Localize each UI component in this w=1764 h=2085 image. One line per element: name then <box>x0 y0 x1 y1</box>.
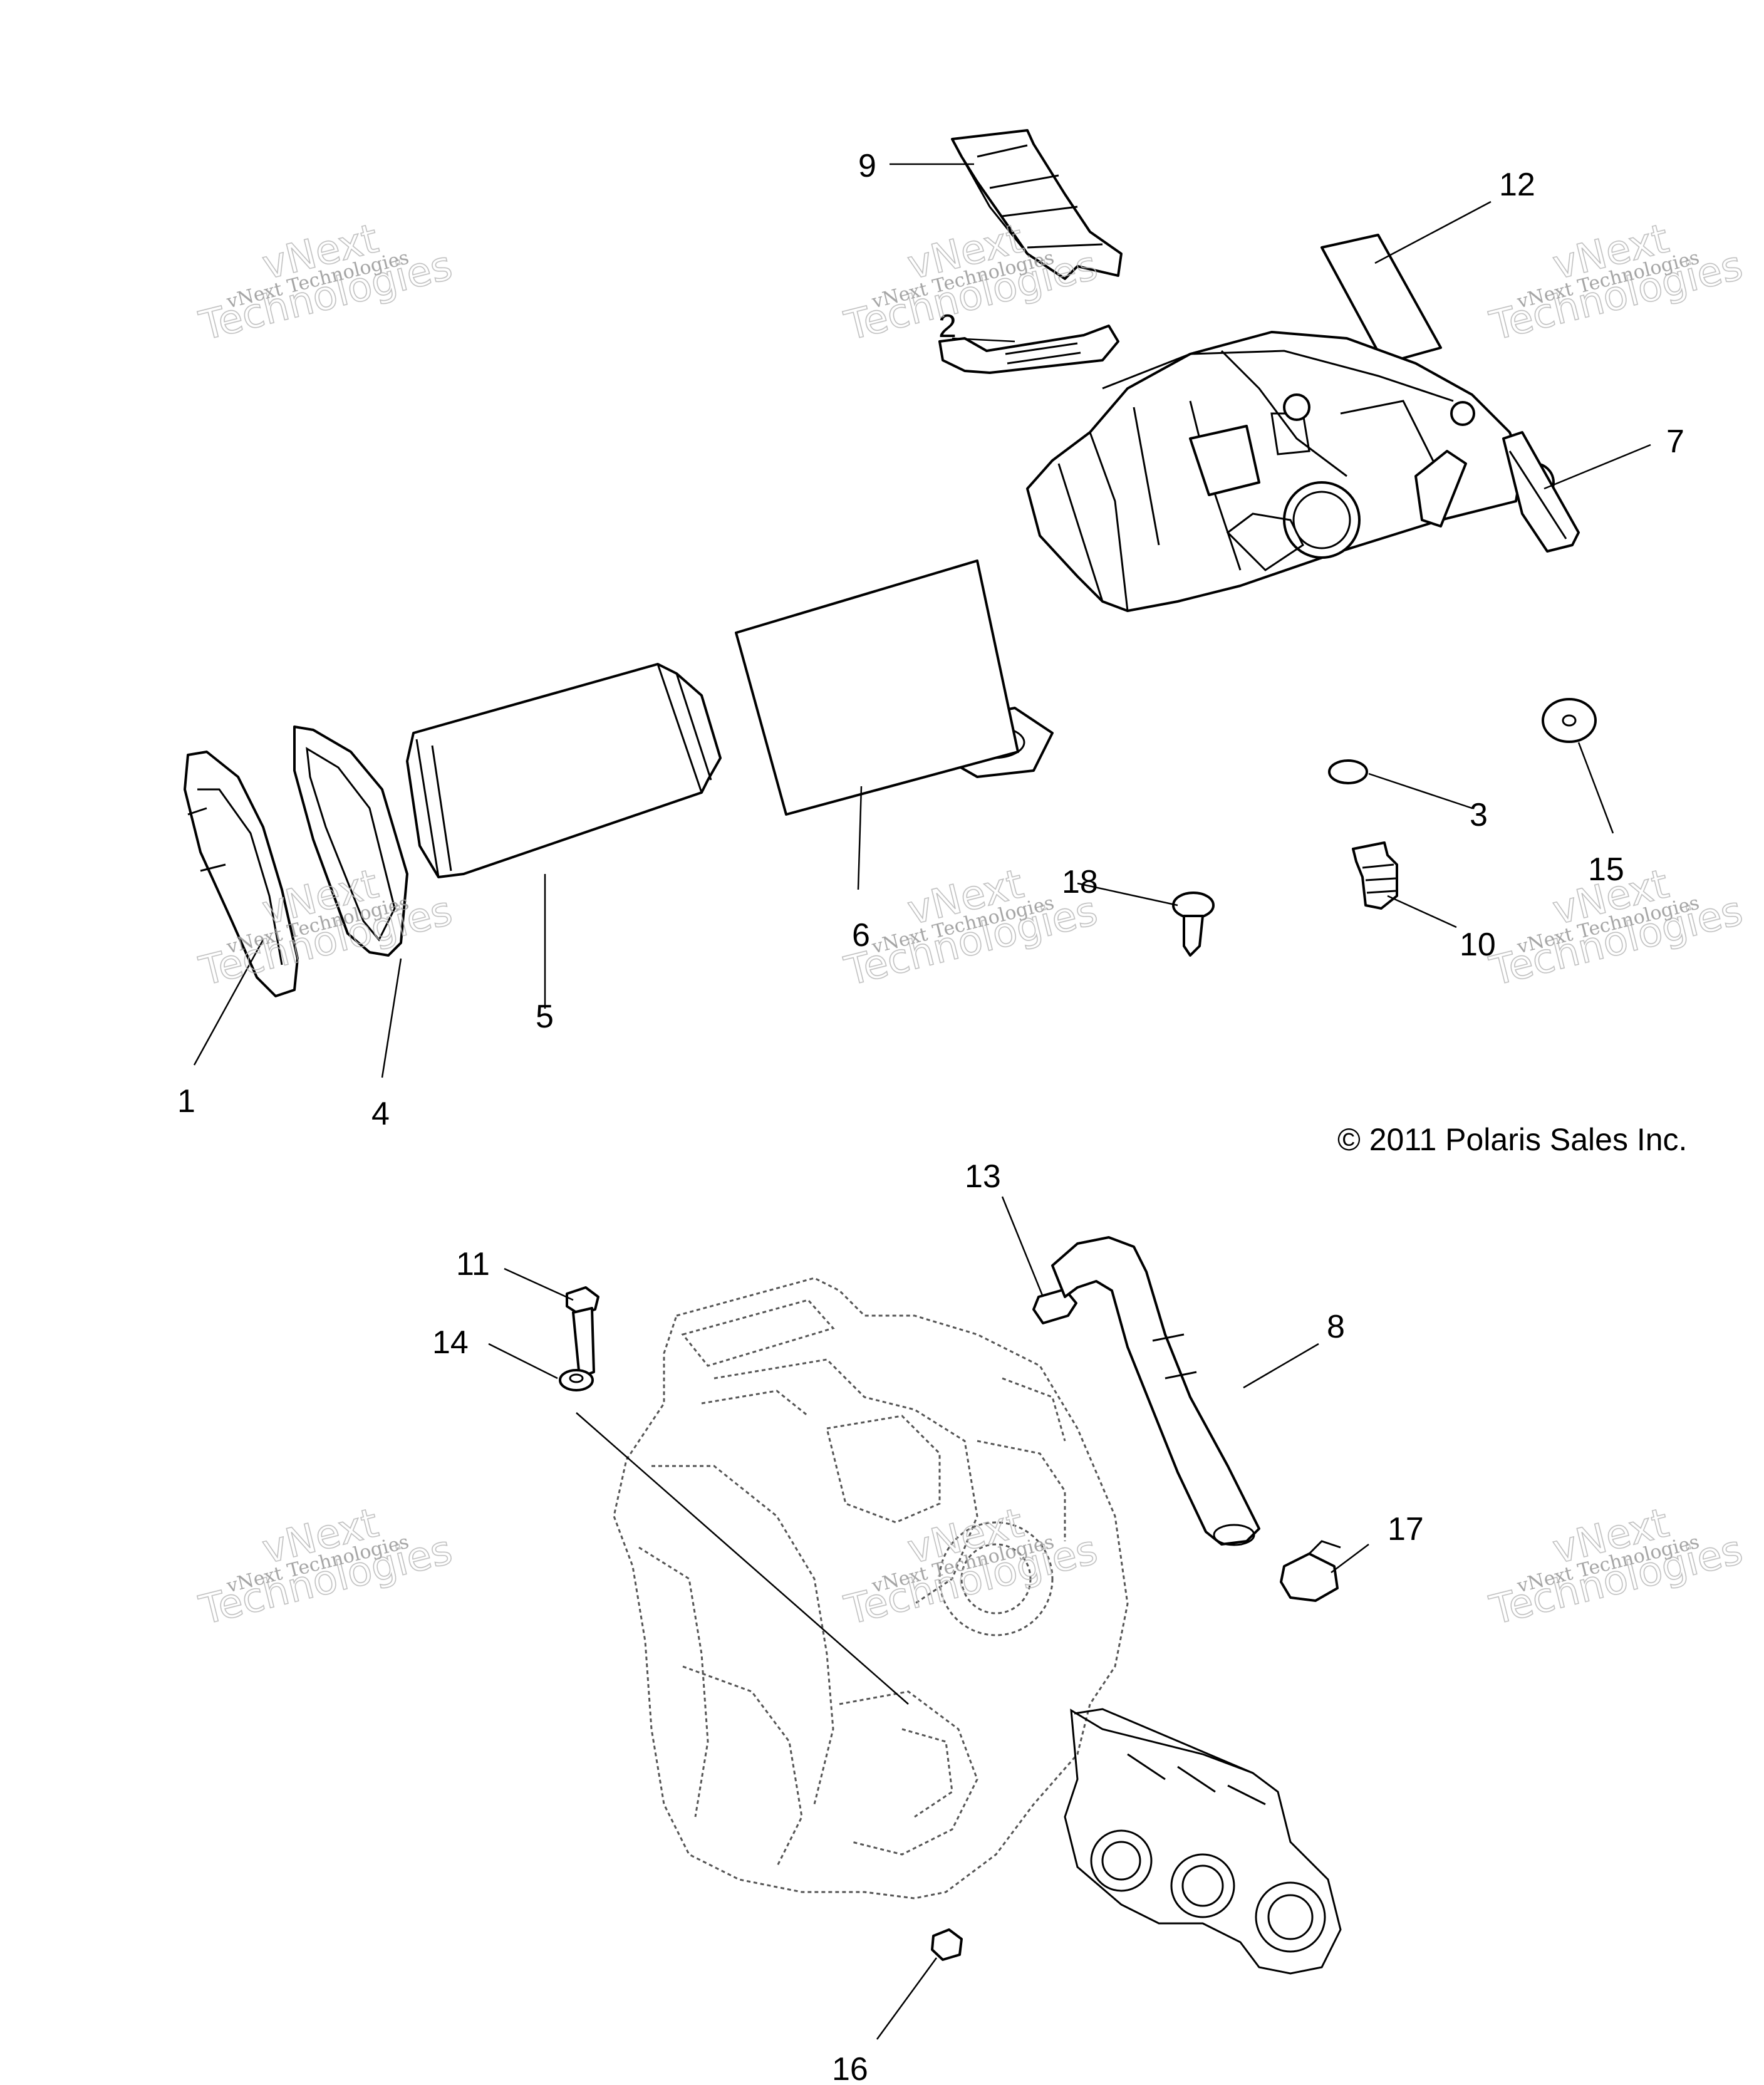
callout-2: 2 <box>938 308 957 345</box>
watermark: vNext Technologies vNext Technologies <box>1485 1499 1747 1635</box>
callout-6: 6 <box>852 917 870 954</box>
callout-1: 1 <box>177 1083 195 1120</box>
part-2-strap <box>938 325 1119 374</box>
callout-16: 16 <box>832 2051 868 2085</box>
part-14-washer <box>559 1369 594 1391</box>
part-15-grommet <box>1542 698 1597 743</box>
callout-13: 13 <box>965 1158 1001 1195</box>
callout-8: 8 <box>1327 1309 1345 1345</box>
watermark: vNext Technologies vNext Technologies <box>839 860 1102 996</box>
part-17-clamp <box>1280 1540 1341 1602</box>
part-18-sensor <box>1172 892 1215 957</box>
callout-7: 7 <box>1666 424 1684 460</box>
callout-10: 10 <box>1460 927 1496 963</box>
part-12-label <box>1320 234 1442 365</box>
callout-4: 4 <box>371 1096 390 1132</box>
watermarks: vNext Technologies vNext Technologies vN… <box>194 215 1747 1635</box>
watermark: vNext Technologies vNext Technologies <box>194 215 457 350</box>
part-9-bracket <box>951 129 1123 280</box>
part-16-fitting <box>931 1928 963 1961</box>
callout-numbers: 9 12 2 7 3 15 18 10 6 5 4 1 13 11 8 14 1… <box>177 148 1684 2085</box>
part-10-drain <box>1352 841 1398 910</box>
part-8-hose <box>1051 1236 1260 1546</box>
copyright-notice: © 2011 Polaris Sales Inc. <box>1337 1122 1687 1157</box>
part-4-gasket <box>293 725 408 957</box>
callout-14: 14 <box>432 1324 469 1361</box>
callout-9: 9 <box>858 148 876 184</box>
callout-11: 11 <box>456 1246 490 1282</box>
leader-lines <box>193 163 1651 2040</box>
callout-17: 17 <box>1388 1511 1424 1547</box>
watermark: vNext Technologies vNext Technologies <box>1485 215 1747 350</box>
watermark: vNext Technologies vNext Technologies <box>194 1499 457 1635</box>
watermark: vNext Technologies vNext Technologies <box>839 1499 1102 1635</box>
callout-3: 3 <box>1470 797 1488 833</box>
part-11-bolt <box>566 1286 599 1378</box>
throttle-body <box>1064 1708 1342 1975</box>
callout-5: 5 <box>536 999 554 1035</box>
callout-15: 15 <box>1588 851 1624 888</box>
part-7-airbox <box>932 331 1580 778</box>
part-5-filter <box>406 663 722 878</box>
callout-12: 12 <box>1499 167 1535 203</box>
engine-outline <box>613 1277 1129 1900</box>
part-1-cover <box>184 751 299 997</box>
part-3-oring <box>1328 759 1368 784</box>
callout-18: 18 <box>1062 864 1098 900</box>
part-6-precleaner <box>735 559 1019 816</box>
